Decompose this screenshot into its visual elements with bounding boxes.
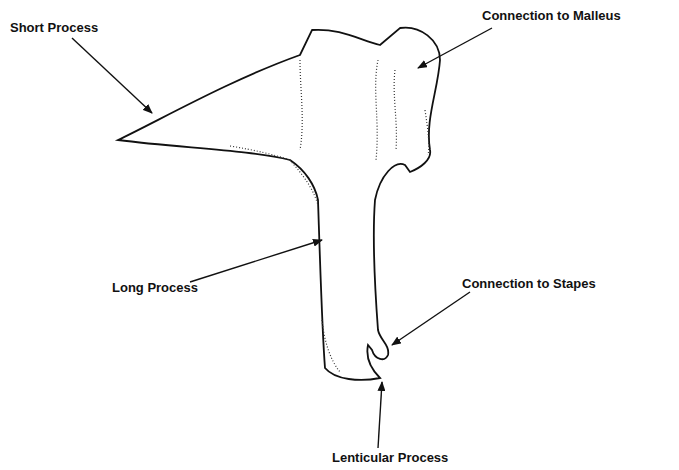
leader-lines	[72, 28, 492, 448]
bone-shading	[230, 60, 429, 372]
part-label: Short Process	[10, 20, 98, 36]
part-label: Long Process	[112, 280, 198, 296]
part-label: Connection to Stapes	[462, 276, 596, 292]
incus-bone	[118, 28, 440, 380]
part-label: Connection to Malleus	[482, 8, 621, 24]
part-label: Lenticular Process	[332, 450, 448, 466]
